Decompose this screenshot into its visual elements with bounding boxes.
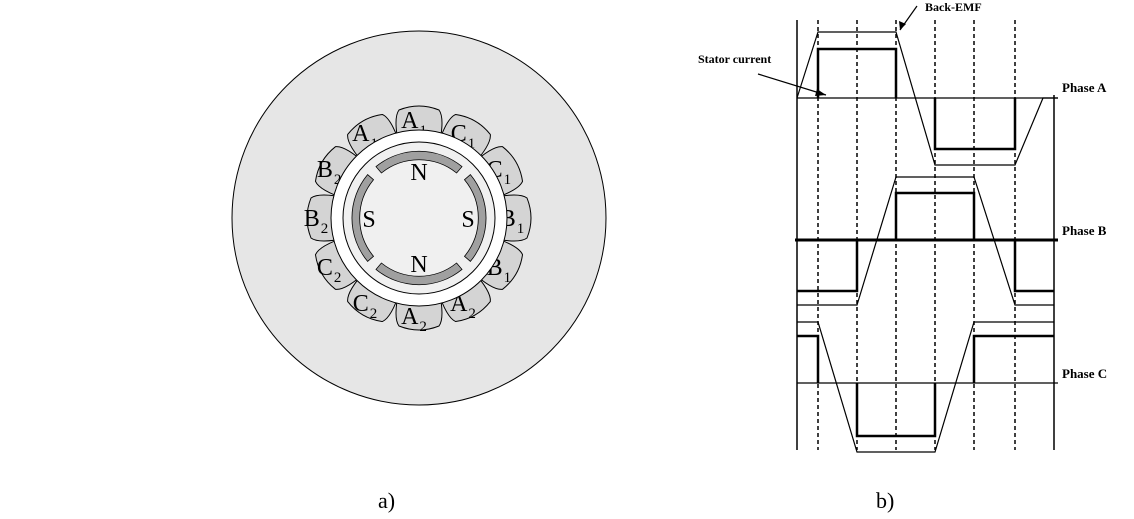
phase-b-current-positive [894,191,976,240]
slot-label: B2 [317,157,342,188]
stator-current-arrow [757,73,827,96]
slot-label-subscript: 1 [517,221,525,237]
pole-label-top: N [410,160,427,186]
slot-label-subscript: 1 [504,270,512,286]
pole-label-right: S [461,207,474,233]
phase-c-current-positive-1 [797,334,820,383]
magnet-bottom [375,262,463,286]
slot-label-subscript: 2 [334,172,342,188]
phase-a-label: Phase A [1062,80,1107,95]
phase-a-current-negative [933,98,1017,151]
pole-label-left: S [362,207,375,233]
slot-label: C2 [317,255,342,286]
rotor [342,141,496,295]
phase-b-back-emf [797,176,1054,306]
phase-a-back-emf [796,31,1058,166]
phase-c-label: Phase C [1062,366,1107,381]
phase-c-back-emf [797,321,1054,453]
phase-c-current-positive-2 [972,334,1054,383]
waveform-diagram [757,5,1058,453]
slot-label-subscript: 2 [321,221,329,237]
caption-b: b) [876,488,895,513]
stator-current-arrowhead [815,89,826,96]
phase-b-label: Phase B [1062,223,1107,238]
phase-b-current-negative-1 [797,240,859,293]
slot-label-subscript: 2 [419,319,427,335]
caption-a: a) [378,488,396,513]
back-emf-label: Back-EMF [925,0,982,14]
phase-a-current-positive [816,47,898,98]
phase-b-current-negative-2 [1013,240,1054,293]
slot-label-subscript: 2 [334,270,342,286]
slot-label-subscript: 2 [370,306,378,322]
slot-label-subscript: 1 [504,172,512,188]
pole-label-bottom: N [410,252,427,278]
phase-c-current-negative [855,383,937,438]
magnet-top [375,150,463,174]
stator-current-label: Stator current [698,52,771,66]
motor-cross-section: A1C1C1B1B1A2A2C2C2B2B2A1 N N S S [231,30,607,406]
commutation-lines [817,20,1016,450]
slot-label-subscript: 1 [468,136,476,152]
slot-label-subscript: 2 [468,306,476,322]
magnet-left [351,174,375,262]
back-emf-arrowhead [899,21,906,30]
magnet-right [463,174,487,262]
